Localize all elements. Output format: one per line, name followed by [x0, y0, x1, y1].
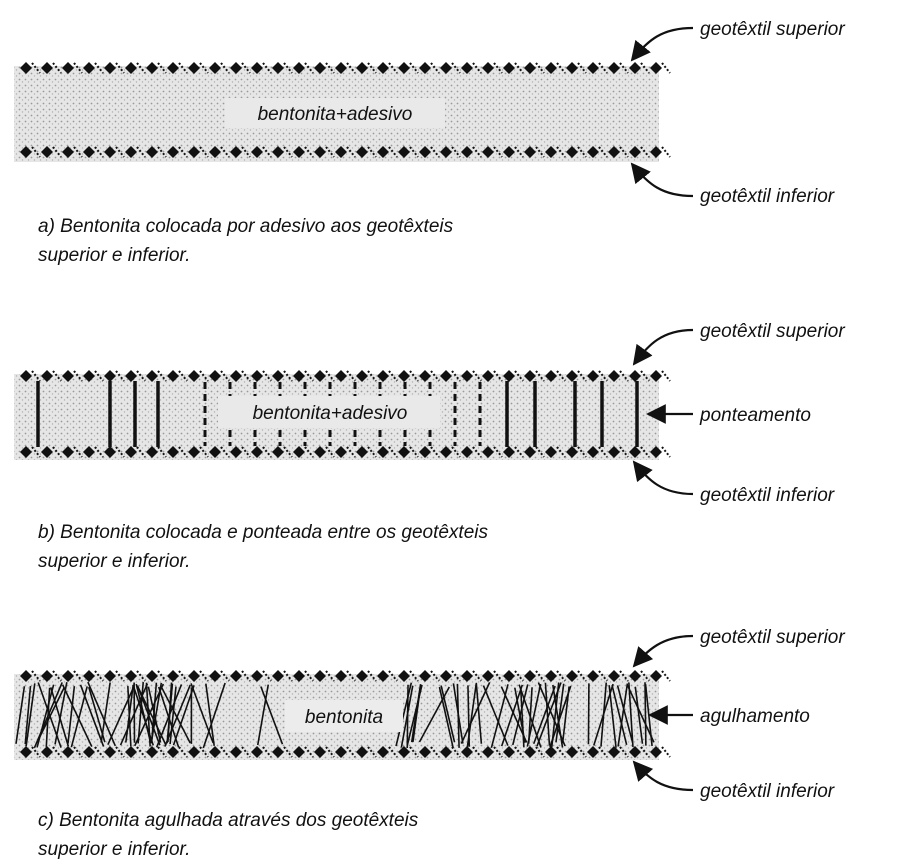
leader-arrow-bottom [634, 462, 693, 494]
leader-arrow-top [634, 636, 693, 666]
label-bonding: ponteamento [699, 405, 811, 426]
leader-arrow-bottom [632, 164, 693, 196]
caption-c: c) Bentonita agulhada através dos geotêx… [38, 806, 738, 864]
geotextile-hatch [662, 147, 670, 157]
geotextile-hatch [662, 671, 670, 681]
center-label: bentonita [305, 707, 383, 728]
leader-arrow-top [632, 28, 693, 60]
caption-a-line-2: superior e inferior. [38, 241, 738, 270]
caption-a-line-1: a) Bentonita colocada por adesivo aos ge… [38, 212, 738, 241]
geotextile-hatch [662, 747, 670, 757]
label-geotextile-bottom: geotêxtil inferior [700, 781, 835, 802]
panel-c: bentonita geotêxtil superior agulhamento… [14, 627, 845, 802]
center-label: bentonita+adesivo [253, 403, 408, 424]
label-geotextile-top: geotêxtil superior [700, 19, 845, 40]
center-label: bentonita+adesivo [258, 104, 413, 125]
caption-a: a) Bentonita colocada por adesivo aos ge… [38, 212, 738, 270]
caption-c-line-1: c) Bentonita agulhada através dos geotêx… [38, 806, 738, 835]
geotextile-hatch [662, 371, 670, 381]
geotextile-hatch [662, 63, 670, 73]
label-geotextile-top: geotêxtil superior [700, 321, 845, 342]
leader-arrow-bottom [634, 762, 693, 790]
geotextile-hatch [662, 447, 670, 457]
caption-b-line-1: b) Bentonita colocada e ponteada entre o… [38, 518, 738, 547]
caption-b-line-2: superior e inferior. [38, 547, 738, 576]
caption-b: b) Bentonita colocada e ponteada entre o… [38, 518, 738, 576]
label-geotextile-bottom: geotêxtil inferior [700, 485, 835, 506]
panel-b: bentonita+adesivo geotêxtil superior pon… [14, 321, 845, 506]
label-geotextile-top: geotêxtil superior [700, 627, 845, 648]
label-needling: agulhamento [700, 706, 810, 727]
label-geotextile-bottom: geotêxtil inferior [700, 186, 835, 207]
panel-a: bentonita+adesivo geotêxtil superior geo… [14, 19, 845, 207]
leader-arrow-top [634, 330, 693, 364]
